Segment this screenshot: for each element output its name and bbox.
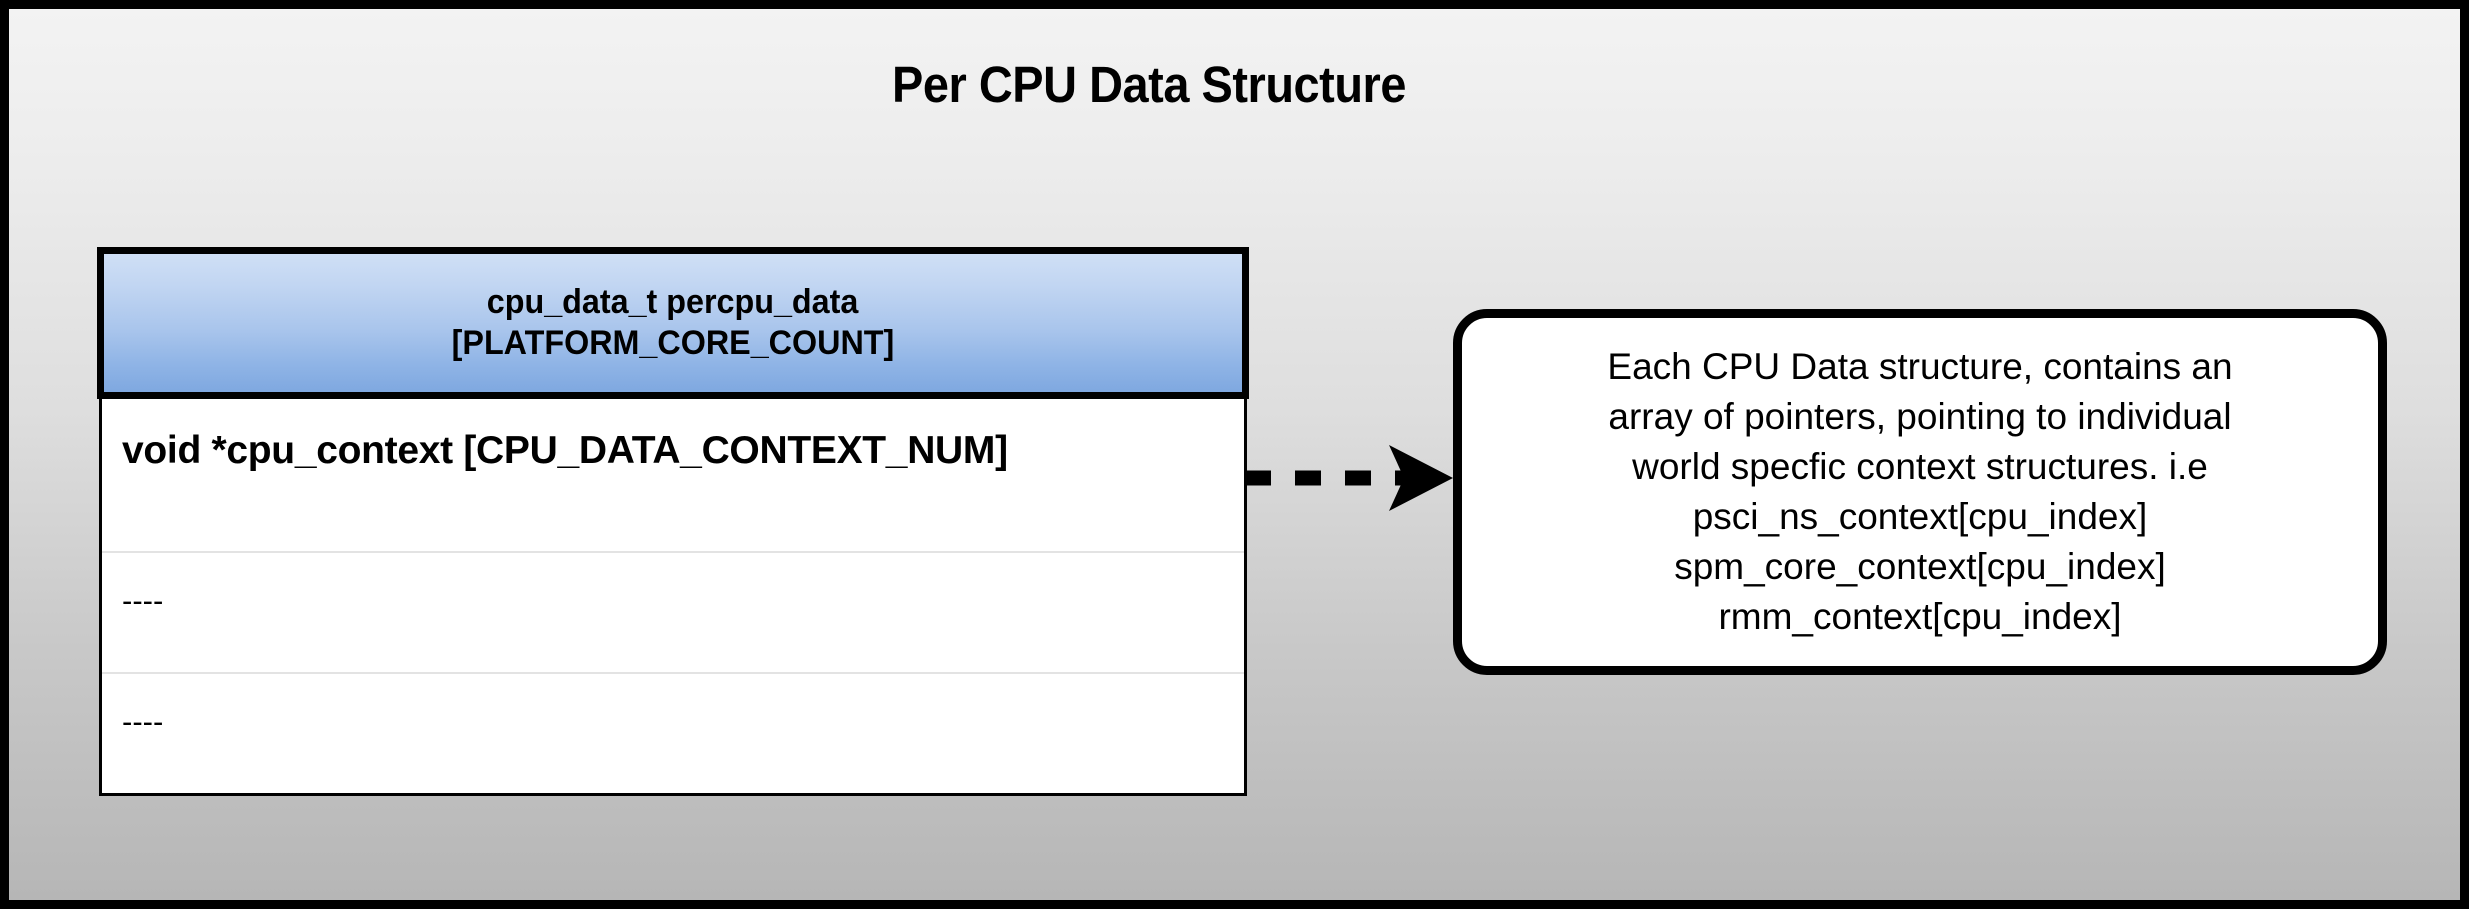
- callout-line-6: rmm_context[cpu_index]: [1718, 596, 2122, 637]
- struct-field-cpu-context: void *cpu_context [CPU_DATA_CONTEXT_NUM]: [122, 429, 1008, 472]
- struct-table-header: cpu_data_t percpu_data [PLATFORM_CORE_CO…: [97, 247, 1249, 399]
- struct-header-line-2: [PLATFORM_CORE_COUNT]: [451, 324, 895, 362]
- struct-header-line-1: cpu_data_t percpu_data: [487, 283, 859, 321]
- struct-field-placeholder-2: ----: [122, 704, 164, 739]
- table-row: ----: [102, 551, 1244, 672]
- struct-table-body: void *cpu_context [CPU_DATA_CONTEXT_NUM]…: [99, 399, 1247, 796]
- table-row: void *cpu_context [CPU_DATA_CONTEXT_NUM]: [102, 399, 1244, 551]
- table-row: ----: [102, 672, 1244, 793]
- callout-line-1: Each CPU Data structure, contains an: [1607, 346, 2233, 387]
- arrow-head-icon: [1389, 445, 1453, 511]
- struct-field-placeholder-1: ----: [122, 583, 164, 618]
- callout-line-3: world specfic context structures. i.e: [1632, 446, 2208, 487]
- page-title: Per CPU Data Structure: [892, 56, 1406, 113]
- dashed-arrow-connector: [1241, 437, 1461, 519]
- callout-line-4: psci_ns_context[cpu_index]: [1692, 496, 2148, 537]
- percpu-data-struct-table: cpu_data_t percpu_data [PLATFORM_CORE_CO…: [97, 247, 1249, 796]
- callout-line-5: spm_core_context[cpu_index]: [1674, 546, 2166, 587]
- callout-note: Each CPU Data structure, contains an arr…: [1453, 309, 2387, 675]
- callout-line-2: array of pointers, pointing to individua…: [1608, 396, 2232, 437]
